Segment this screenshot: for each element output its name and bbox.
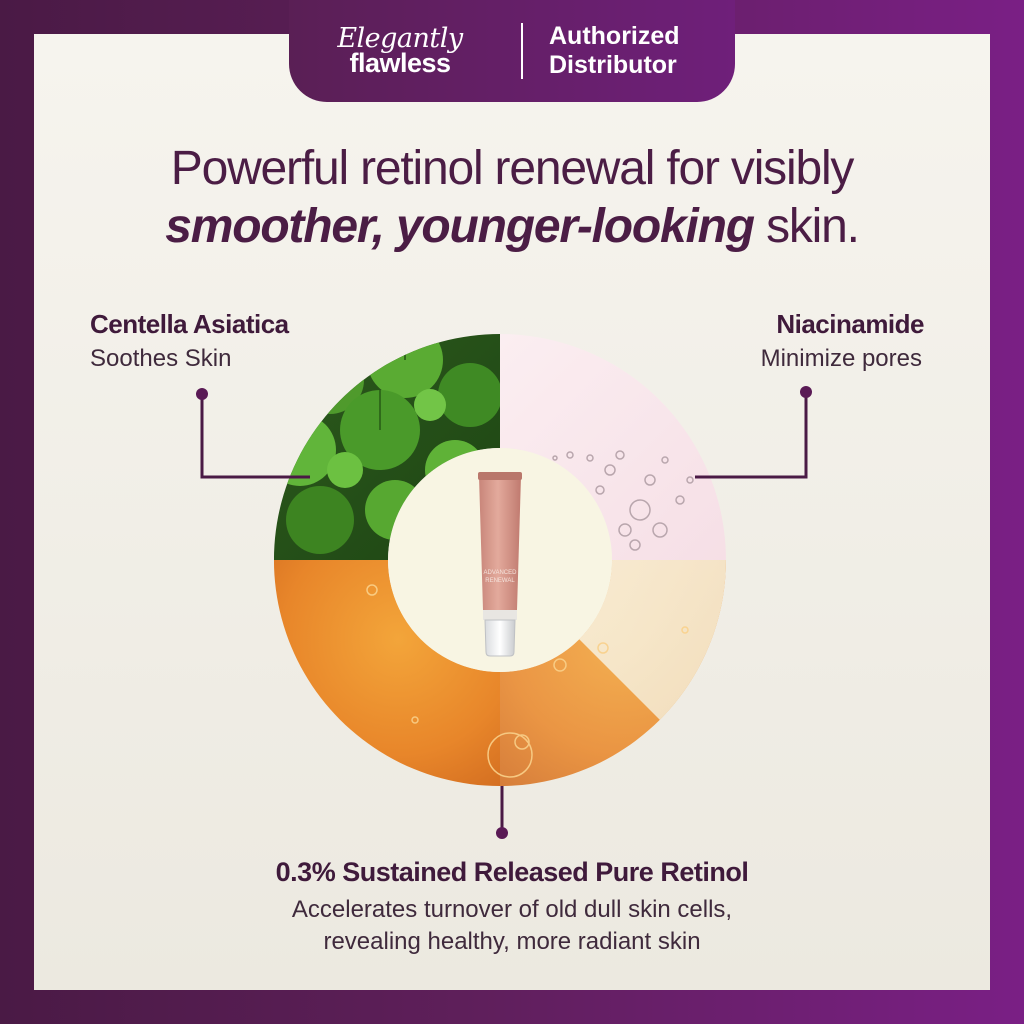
badge-line-1: Authorized	[549, 22, 680, 50]
retinol-title: 0.3% Sustained Released Pure Retinol	[275, 857, 749, 887]
callout-lines	[200, 392, 808, 832]
brand-script-text: Elegantly	[337, 23, 463, 54]
left-callout-dot	[196, 388, 208, 400]
centella-subtitle: Soothes Skin	[90, 345, 232, 372]
headline-line-2: smoother, younger-looking skin.	[34, 198, 990, 256]
serum-bubbles	[552, 450, 694, 551]
brand-bold-text: flawless	[349, 48, 451, 78]
headline-emphasis: smoother, younger-looking	[165, 200, 755, 253]
right-callout-line	[695, 392, 808, 479]
niacinamide-title: Niacinamide	[776, 309, 924, 339]
retinol-label: 0.3% Sustained Released Pure Retinol Acc…	[0, 857, 1024, 958]
bottom-callout-dot	[496, 827, 508, 839]
brand-tab: Elegantly flawless Authorized Distributo…	[289, 0, 735, 102]
left-callout-line	[200, 394, 310, 479]
retinol-subtitle-2: revealing healthy, more radiant skin	[323, 928, 701, 955]
badge-line-2: Distributor	[549, 51, 677, 79]
tab-divider	[521, 23, 523, 79]
tube-label-top: ADVANCED	[484, 570, 518, 576]
tube-label-bottom: RENEWAL	[485, 578, 515, 584]
oil-bubbles	[366, 584, 689, 778]
centella-title: Centella Asiatica	[90, 309, 289, 339]
authorized-distributor-badge: Authorized Distributor	[549, 22, 719, 80]
right-callout-dot	[800, 386, 812, 398]
headline-line-1: Powerful retinol renewal for visibly	[170, 142, 855, 195]
retinol-subtitle-1: Accelerates turnover of old dull skin ce…	[291, 896, 733, 923]
niacinamide-subtitle: Minimize pores	[760, 345, 922, 372]
brand-logo: Elegantly flawless	[305, 25, 495, 77]
headline-rest: skin.	[753, 200, 860, 253]
product-tube: ADVANCED RENEWAL	[478, 472, 522, 657]
headline: Powerful retinol renewal for visibly smo…	[34, 140, 990, 256]
